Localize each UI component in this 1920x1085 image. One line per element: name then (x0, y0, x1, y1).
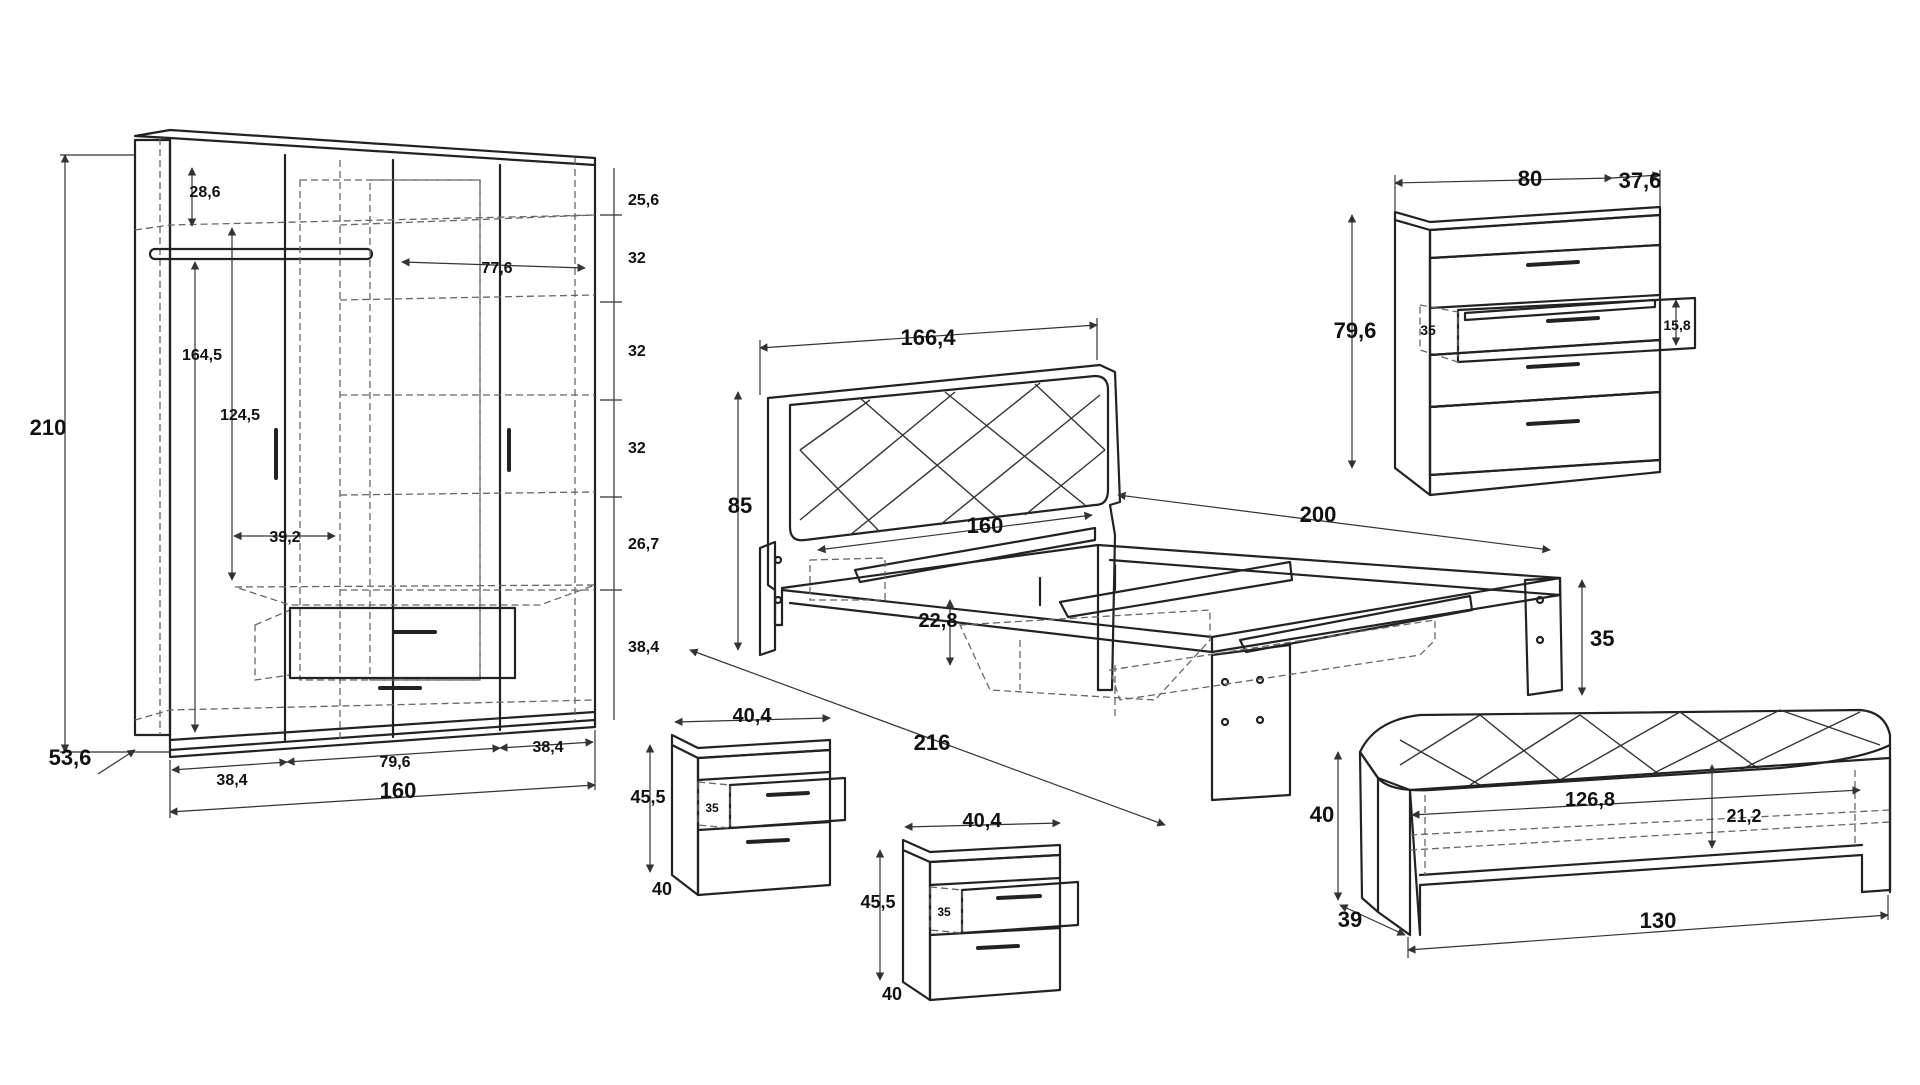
wardrobe-depth-label: 53,6 (49, 745, 92, 770)
wardrobe-right-section-label: 38,4 (532, 739, 563, 756)
bed-storage-height-label: 22,8 (919, 610, 958, 632)
wardrobe-left-section-label: 38,4 (216, 772, 247, 789)
nightstand-1-drawer-depth-label: 35 (705, 801, 719, 815)
nightstand-2-depth-label: 40 (882, 984, 902, 1004)
chest-drawer-height-label: 15,8 (1663, 317, 1690, 333)
bench-depth-label: 39 (1338, 907, 1362, 932)
nightstand-1-width-label: 40,4 (733, 705, 773, 727)
wardrobe-dimensions: 210 53,6 160 38,4 79,6 38,4 28,6 164,5 1… (30, 154, 659, 818)
chest-depth-label: 37,6 (1619, 168, 1662, 193)
bed-mattress-width-label: 160 (967, 513, 1004, 538)
bench-height-label: 40 (1310, 802, 1334, 827)
bed-dimensions: 166,4 85 160 200 216 35 22,8 (689, 318, 1614, 827)
wardrobe-middle-section-label: 79,6 (379, 754, 410, 771)
chest-drawer-depth-label: 35 (1420, 322, 1436, 338)
wardrobe-width-label: 160 (380, 778, 417, 803)
wardrobe-height-label: 210 (30, 415, 67, 440)
wardrobe-shelf-1-label: 32 (628, 250, 646, 267)
bed-total-length-label: 216 (914, 730, 951, 755)
chest-dimensions: 80 37,6 79,6 35 15,8 (1334, 166, 1691, 469)
bench (1358, 708, 1892, 937)
bed-mattress-length-label: 200 (1300, 502, 1337, 527)
chest-height-label: 79,6 (1334, 318, 1377, 343)
wardrobe-shelf-4-label: 26,7 (628, 536, 659, 553)
bench-inner-height-label: 21,2 (1726, 806, 1761, 826)
nightstand-1-depth-label: 40 (652, 879, 672, 899)
bed-frame-height-label: 35 (1590, 626, 1614, 651)
nightstand-1-height-label: 45,5 (630, 787, 665, 807)
bed (758, 363, 1564, 802)
wardrobe-hanging-height-label: 164,5 (182, 347, 222, 364)
wardrobe-drawer-height-label: 38,4 (628, 639, 659, 656)
nightstand-2-dimensions: 40,4 45,5 40 35 (860, 810, 1061, 1004)
bench-dimensions: 40 39 130 126,8 21,2 (1310, 751, 1889, 958)
nightstand-1 (670, 733, 847, 897)
wardrobe-top-gap-label: 25,6 (628, 192, 659, 209)
wardrobe-inner-width-label: 39,2 (269, 529, 300, 546)
nightstand-2-width-label: 40,4 (963, 810, 1003, 832)
wardrobe-inner-height-label: 124,5 (220, 407, 260, 424)
wardrobe-shelf-3-label: 32 (628, 440, 646, 457)
bench-width-label: 130 (1640, 908, 1677, 933)
wardrobe-shelf-2-label: 32 (628, 343, 646, 360)
chest-of-drawers (1393, 205, 1697, 497)
nightstand-2-drawer-depth-label: 35 (937, 905, 951, 919)
wardrobe-shelf-width-label: 77,6 (481, 260, 512, 277)
nightstand-2-height-label: 45,5 (860, 892, 895, 912)
wardrobe-top-shelf-label: 28,6 (189, 184, 220, 201)
bed-headboard-width-label: 166,4 (900, 325, 956, 350)
nightstand-2 (901, 838, 1080, 1002)
bed-headboard-height-label: 85 (728, 493, 752, 518)
nightstand-1-dimensions: 40,4 45,5 40 35 (630, 705, 831, 899)
bench-inner-width-label: 126,8 (1565, 789, 1615, 811)
chest-width-label: 80 (1518, 166, 1542, 191)
wardrobe (133, 128, 597, 759)
